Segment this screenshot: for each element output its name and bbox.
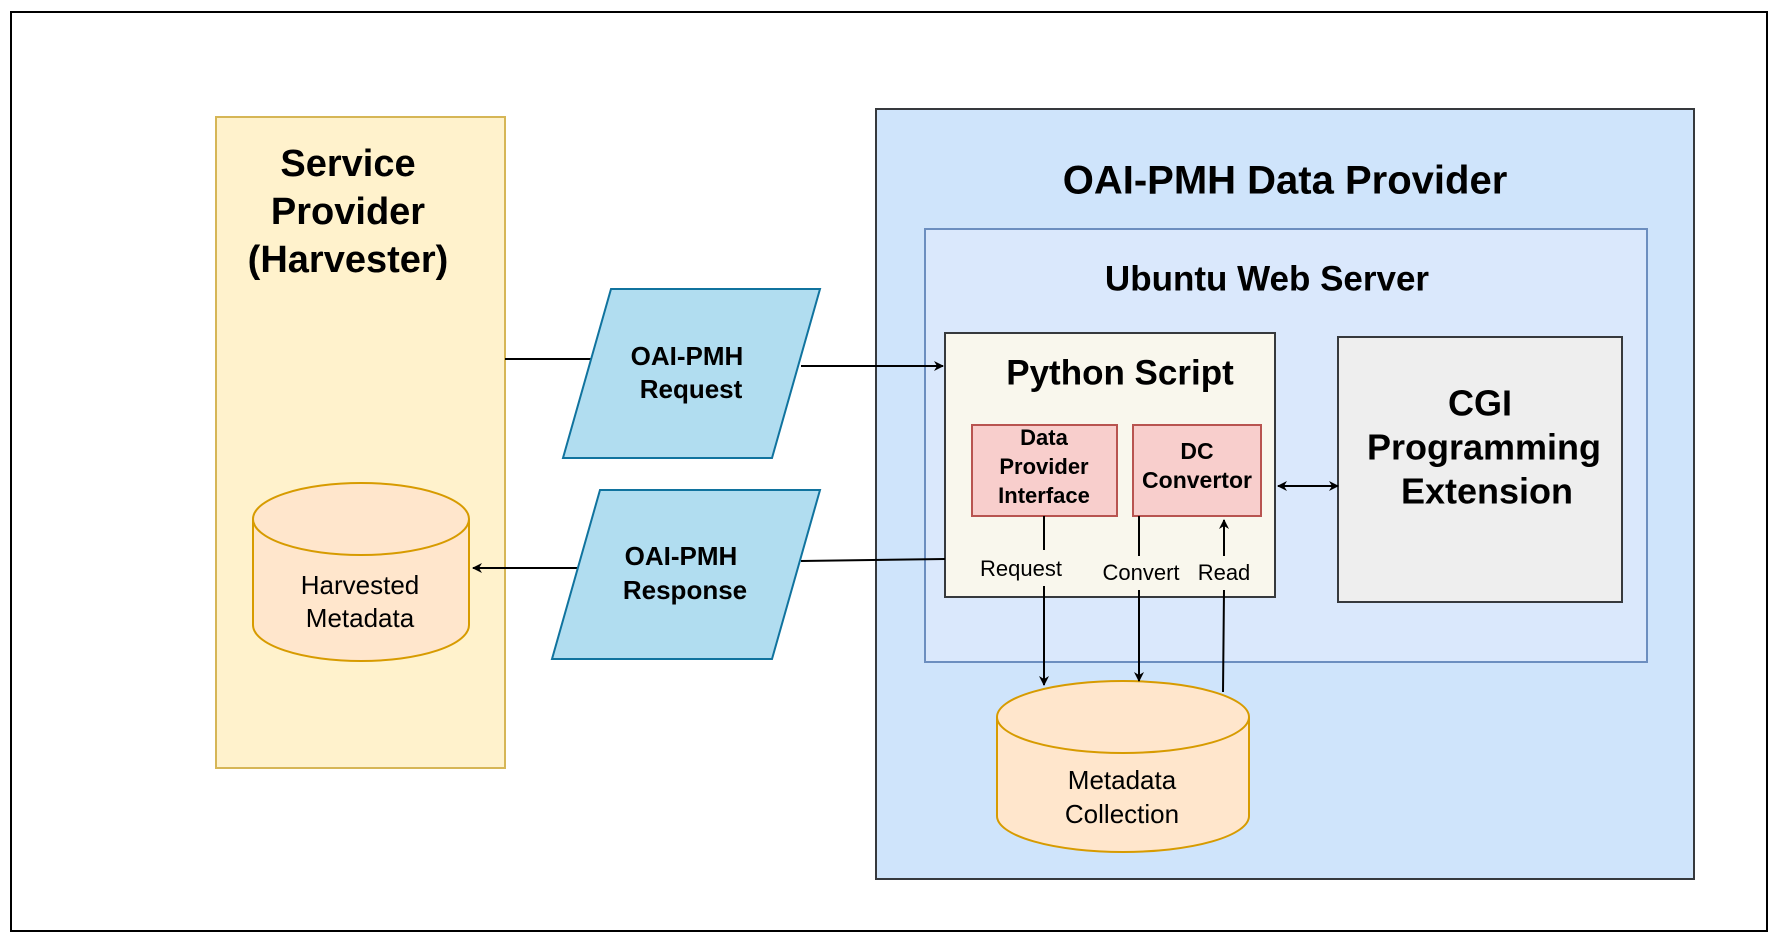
- service-provider-title-line-3: (Harvester): [248, 239, 449, 281]
- metadata-collection-label-line-2: Collection: [1065, 799, 1179, 829]
- cgi-label-line-3: Extension: [1401, 471, 1573, 512]
- web-server-title: Ubuntu Web Server: [1105, 259, 1430, 298]
- dc-convertor-box: DC Convertor: [1132, 424, 1262, 517]
- cgi-label-line-1: CGI: [1448, 383, 1512, 424]
- metadata-collection-label-line-1: Metadata: [1068, 765, 1177, 795]
- connector-python-script-to-response: [800, 558, 946, 562]
- edge-label-read: Read: [1198, 560, 1251, 585]
- data-provider-interface-box: Data Provider Interface: [971, 424, 1118, 517]
- dpi-label-line-1: Data: [1020, 425, 1068, 450]
- request-label-line-2: Request: [640, 374, 743, 404]
- service-provider-title-line-1: Service: [280, 143, 415, 185]
- service-provider-box: Service Provider (Harvester): [215, 116, 506, 769]
- python-script-title: Python Script: [1006, 353, 1234, 392]
- response-label-line-1: OAI-PMH: [625, 541, 738, 571]
- service-provider-title-line-2: Provider: [271, 191, 425, 233]
- harvested-metadata-cylinder: Harvested Metadata: [252, 482, 470, 662]
- dc-convertor-label-line-1: DC: [1180, 438, 1213, 464]
- edge-label-convert: Convert: [1102, 560, 1179, 585]
- metadata-collection-cylinder: Metadata Collection: [996, 680, 1250, 853]
- request-label-line-1: OAI-PMH: [631, 341, 744, 371]
- arrow-read-from-metadata-collection: [1223, 520, 1224, 693]
- dc-convertor-label-line-2: Convertor: [1142, 467, 1252, 493]
- edge-label-request: Request: [980, 556, 1062, 581]
- response-label-line-2: Response: [623, 575, 747, 605]
- cgi-label-line-2: Programming: [1367, 427, 1601, 468]
- harvested-metadata-label-line-2: Metadata: [306, 603, 415, 633]
- data-provider-title: OAI-PMH Data Provider: [1063, 159, 1508, 203]
- request-parallelogram: OAI-PMH Request: [561, 288, 822, 459]
- cgi-extension-box: CGI Programming Extension: [1337, 336, 1623, 603]
- dpi-label-line-3: Interface: [998, 483, 1090, 508]
- response-parallelogram: OAI-PMH Response: [550, 489, 822, 660]
- harvested-metadata-label-line-1: Harvested: [301, 570, 420, 600]
- dpi-label-line-2: Provider: [999, 454, 1089, 479]
